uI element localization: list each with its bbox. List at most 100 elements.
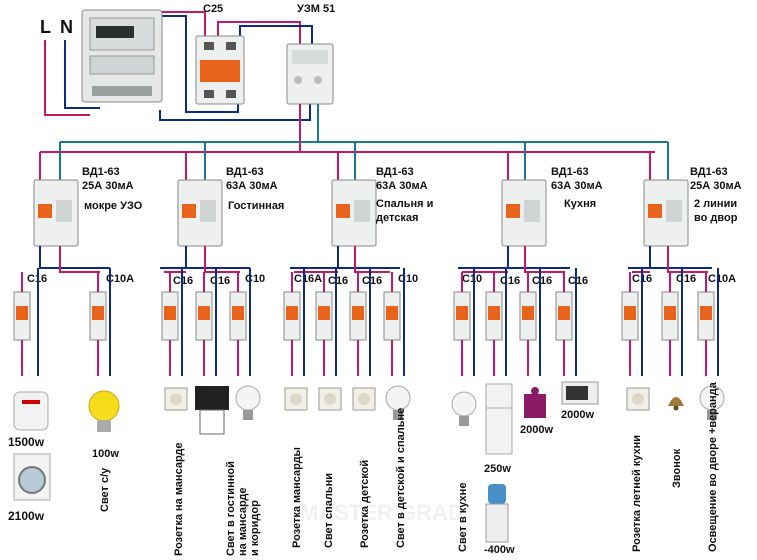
circuit-light-living-room-line-2: на мансарде <box>237 488 249 557</box>
breaker-label-11: C16 <box>500 275 520 287</box>
rcd-3-model: ВД1-63 <box>376 166 414 178</box>
breaker-6 <box>283 291 301 341</box>
circuit-socket-nursery: Розетка детской <box>359 460 371 548</box>
bulb-yellow-icon <box>88 390 120 432</box>
load-2100w: 2100w <box>8 509 45 523</box>
breaker-label-6: C16A <box>294 273 322 285</box>
bulb-icon-4 <box>699 385 725 420</box>
rcd-1-rating: 25А 30мА <box>82 180 134 192</box>
rcd-3-room-2: детская <box>376 212 418 224</box>
breaker-10 <box>453 291 471 341</box>
rcd-4 <box>501 179 547 247</box>
busbars <box>39 141 669 180</box>
breaker-12 <box>519 291 537 341</box>
circuit-socket-attic: Розетка на мансарде <box>173 443 185 557</box>
circuit-socket-attic-2: Розетка мансарды <box>291 447 303 548</box>
breaker-8 <box>349 291 367 341</box>
rcd-5 <box>643 179 689 247</box>
breaker-labels: C16 C10A C16 C16 C10 C16A C16 C16 C10 C1… <box>27 273 736 287</box>
fridge-icon <box>485 383 513 455</box>
load-100w: 100w <box>92 448 119 460</box>
breaker-label-10: C10 <box>462 273 482 285</box>
breaker-label-4: C16 <box>210 275 230 287</box>
rcd-5-room: 2 линии <box>694 198 737 210</box>
watermark-text: MASTER GRAD <box>300 500 464 525</box>
breaker-9 <box>383 291 401 341</box>
rcd-1-model: ВД1-63 <box>82 166 120 178</box>
breaker-16 <box>697 291 715 341</box>
rcd-2-room: Гостинная <box>228 200 284 212</box>
load-2000w-kettle: 2000w <box>520 424 553 436</box>
circuit-breakers <box>13 291 715 341</box>
rcd-2-rating: 63А 30мА <box>226 180 278 192</box>
circuit-light-kitchen: Свет в кухне <box>457 483 469 552</box>
kettle-icon <box>524 387 546 418</box>
breaker-1 <box>13 291 31 341</box>
circuit-light-living-room-line-3: и коридор <box>249 500 261 556</box>
breaker-label-3: C16 <box>173 275 193 287</box>
breaker-15 <box>661 291 679 341</box>
rcd-1 <box>33 179 79 247</box>
breaker-14 <box>621 291 639 341</box>
socket-icon-2 <box>284 387 308 411</box>
breaker-label-2: C10A <box>106 273 134 285</box>
breaker-2 <box>89 291 107 341</box>
rcd-5-rating: 25А 30мА <box>690 180 742 192</box>
circuit-light-living-room-line-1: Свет в гостинной <box>225 461 237 556</box>
bell-icon <box>668 397 684 411</box>
load-1500w: 1500w <box>8 435 45 449</box>
circuit-light-living-room: Свет в гостиннойна мансардеи коридор <box>225 461 261 556</box>
rcd-4-rating: 63А 30мА <box>551 180 603 192</box>
load-feeders <box>21 268 719 376</box>
breaker-label-13: C16 <box>568 275 588 287</box>
water-heater-icon <box>13 391 49 431</box>
bulb-icon-2 <box>385 385 411 420</box>
circuit-light-nursery-bedroom: Свет в детской и спальне <box>395 408 407 548</box>
water-dispenser-icon <box>485 484 509 543</box>
breaker-3 <box>161 291 179 341</box>
rcd-3-rating: 63А 30мА <box>376 180 428 192</box>
supply-l-label: L <box>40 17 51 37</box>
socket-icon-5 <box>626 387 650 411</box>
breaker-label-5: C10 <box>245 273 265 285</box>
circuit-yard-lighting: Освещение во дворе +веранда <box>707 381 719 552</box>
load-400w: -400w <box>484 544 515 556</box>
circuit-socket-summer-kitchen: Розетка летней кухни <box>631 435 643 552</box>
load-250w: 250w <box>484 463 511 475</box>
distribution-wires <box>39 246 712 273</box>
relay-label: УЗМ 51 <box>297 3 335 15</box>
rcd-2-model: ВД1-63 <box>226 166 264 178</box>
rcd-4-room: Кухня <box>564 198 596 210</box>
breaker-5 <box>229 291 247 341</box>
breaker-label-8: C16 <box>362 275 382 287</box>
rcd-3 <box>331 179 377 247</box>
breaker-7 <box>315 291 333 341</box>
main-feed-wires <box>299 104 319 152</box>
rcd-3-room: Спальня и <box>376 198 433 210</box>
bulb-icon-3 <box>451 391 477 426</box>
breaker-13 <box>555 291 573 341</box>
breaker-label-16: C10A <box>708 273 736 285</box>
washing-machine-icon <box>13 453 51 501</box>
breaker-label-7: C16 <box>328 275 348 287</box>
rcd-1-room: мокре УЗО <box>84 200 143 212</box>
main-breaker-label: C25 <box>203 3 223 15</box>
rcd-5-room-2: во двор <box>694 212 738 224</box>
main-breaker-c25 <box>195 35 245 105</box>
circuit-doorbell: Звонок <box>671 448 683 488</box>
rcd-5-model: ВД1-63 <box>690 166 728 178</box>
breaker-label-12: C16 <box>532 275 552 287</box>
rcd-2 <box>177 179 223 247</box>
supply-n-label: N <box>60 17 73 37</box>
microwave-icon <box>561 381 599 405</box>
bulb-icon-1 <box>235 385 261 420</box>
electricity-meter <box>81 9 163 103</box>
circuit-light-bedroom: Свет спальни <box>323 473 335 548</box>
rcd-4-model: ВД1-63 <box>551 166 589 178</box>
breaker-label-9: C10 <box>398 273 418 285</box>
circuit-light-bathroom: Свет с/у <box>99 467 111 512</box>
socket-icon-1 <box>164 387 188 411</box>
socket-icon-3 <box>318 387 342 411</box>
load-2000w-microwave: 2000w <box>561 409 594 421</box>
